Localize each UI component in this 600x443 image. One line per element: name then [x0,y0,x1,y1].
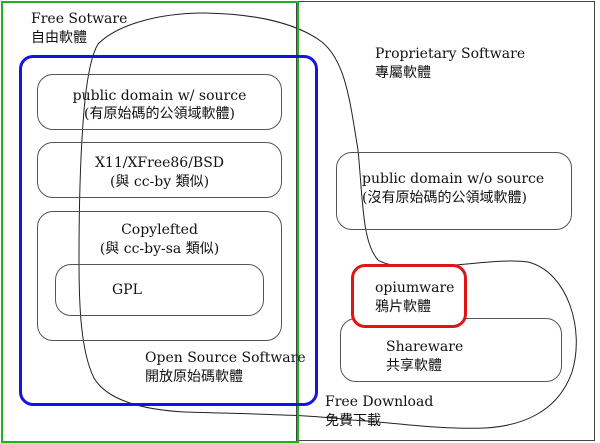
public-domain-source-box [37,74,282,130]
copylefted-zh: (與 cc-by-sa 類似) [99,241,220,257]
proprietary-title-en: Proprietary Software [375,46,526,62]
open-source-title-en: Open Source Software [145,350,306,366]
copylefted-box [37,211,282,341]
public-domain-no-source-zh: (沒有原始碼的公領域軟體) [362,190,527,206]
free-download-outline [78,12,577,429]
proprietary-title-zh: 專屬軟體 [375,65,431,81]
x11-bsd-box [37,142,282,198]
open-source-region [19,55,318,406]
x11-bsd-en: X11/XFree86/BSD [94,155,225,171]
opiumware-box [351,264,467,328]
open-source-title-zh: 開放原始碼軟體 [145,369,243,385]
gpl-label: GPL [112,282,142,298]
copylefted-en: Copylefted [121,222,198,238]
proprietary-software-region [296,1,595,441]
opiumware-en: opiumware [375,280,455,296]
public-domain-source-zh: (有原始碼的公領域軟體) [84,106,235,122]
free-download-title-en: Free Download [325,394,434,410]
public-domain-source-en: public domain w/ source [72,88,247,104]
opiumware-zh: 鴉片軟體 [375,299,431,315]
gpl-box [55,264,264,316]
free-download-title-zh: 免費下載 [325,413,381,429]
public-domain-no-source-en: public domain w/o source [362,171,545,187]
free-software-title-zh: 自由軟體 [31,30,87,46]
shareware-zh: 共享軟體 [386,358,442,374]
shareware-en: Shareware [386,339,464,355]
free-software-region [1,1,299,443]
x11-bsd-zh: (與 cc-by 類似) [109,174,210,190]
free-software-title-en: Free Sotware [31,11,128,27]
public-domain-no-source-box [336,152,572,230]
